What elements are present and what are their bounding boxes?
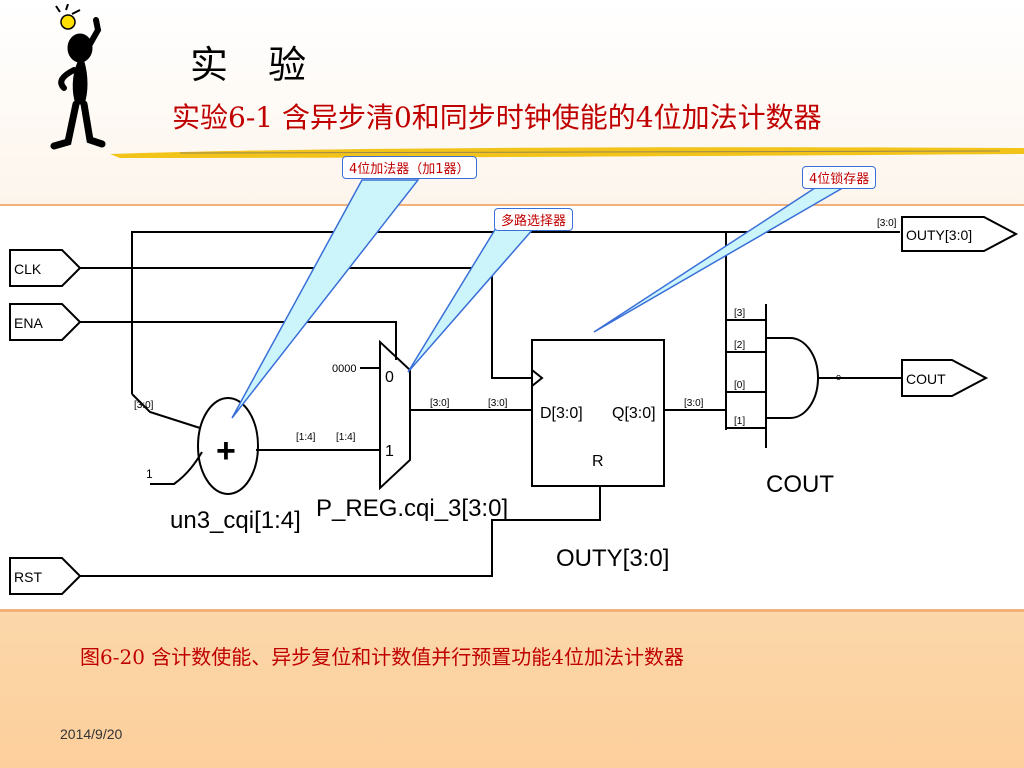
slide-title: 实 验: [190, 43, 321, 87]
clk-port: [9, 249, 82, 287]
clk-label: CLK: [14, 261, 42, 277]
latch-callout: 4位锁存器: [802, 166, 877, 189]
mux-shape: [379, 339, 411, 491]
mux-in1-label: 1: [385, 443, 394, 460]
outy-label: OUTY[3:0]: [906, 227, 972, 243]
and-gate: [765, 337, 819, 419]
gate-name: COUT: [766, 471, 834, 498]
slide-date: 2014/9/20: [60, 726, 123, 742]
rst-label: RST: [14, 569, 42, 585]
counter-schematic: CLK ENA RST OUTY[3:0] COUT [3:0] [3:0] […: [9, 179, 1019, 595]
bus-label-reg-out: [3:0]: [684, 398, 704, 409]
reg-r-label: R: [592, 453, 604, 470]
thinking-person-icon: [50, 4, 106, 150]
rst-port: [9, 557, 82, 595]
adder-plus: +: [216, 432, 236, 470]
const-0000-label: 0000: [332, 363, 356, 375]
title-underline: [110, 147, 1024, 158]
outy-port: [901, 216, 1019, 252]
latch-callout-wedge: [593, 185, 849, 333]
diagram-top-rule: [0, 204, 1024, 206]
bus-label-mux-out: [3:0]: [430, 398, 450, 409]
cout-label: COUT: [906, 371, 946, 387]
mux-in0-label: 0: [385, 369, 394, 386]
bit-label-1: [1]: [734, 416, 745, 427]
mux-callout: 多路选择器: [494, 208, 574, 231]
ena-port: [9, 303, 82, 341]
const-1-label: 1: [146, 467, 153, 481]
footer-band: [0, 612, 1024, 768]
bus-label-adder-out-1: [1:4]: [296, 432, 316, 443]
bit-label-2: [2]: [734, 340, 745, 351]
figure-caption: 图6-20 含计数使能、异步复位和计数值并行预置功能4位加法计数器: [80, 645, 685, 669]
register-box: [531, 339, 665, 487]
mux-callout-wedge: [407, 227, 536, 373]
reg-name: OUTY[3:0]: [556, 545, 669, 572]
bus-label-top: [3:0]: [877, 218, 897, 229]
bit-label-3: [3]: [734, 308, 745, 319]
bus-label-reg-in: [3:0]: [488, 398, 508, 409]
cout-port: [901, 359, 989, 397]
footer-top-rule: [0, 609, 1024, 612]
adder-callout-wedge: [231, 179, 420, 419]
adder-callout: 4位加法器（加1器）: [342, 156, 477, 179]
reg-q-label: Q[3:0]: [612, 405, 656, 422]
gate-out-dot: o: [836, 372, 841, 382]
slide-subtitle: 实验6-1 含异步清0和同步时钟使能的4位加法计数器: [172, 101, 822, 134]
bit-label-0: [0]: [734, 380, 745, 391]
ena-label: ENA: [14, 315, 43, 331]
mux-name: P_REG.cqi_3[3:0]: [316, 495, 508, 522]
reg-d-label: D[3:0]: [540, 405, 583, 422]
bus-label-adder-in: [3:0]: [134, 400, 154, 411]
adder-circle: [197, 397, 259, 495]
bus-label-adder-out-2: [1:4]: [336, 432, 356, 443]
adder-name: un3_cqi[1:4]: [170, 507, 301, 534]
